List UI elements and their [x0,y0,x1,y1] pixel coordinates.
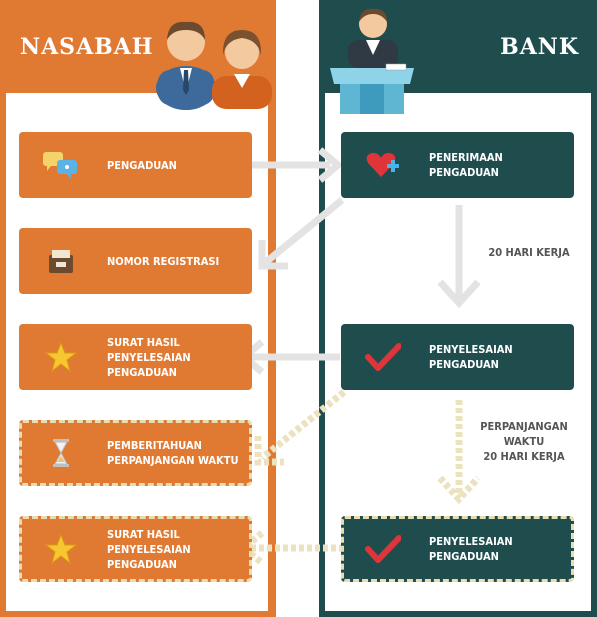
step-surat-hasil-2: SURAT HASIL PENYELESAIAN PENGADUAN [19,516,252,582]
step-label: SURAT HASIL PENYELESAIAN PENGADUAN [107,335,191,379]
step-label: PENGADUAN [107,158,177,172]
star-icon [41,532,81,566]
note-perpanjangan-waktu: PERPANJANGAN WAKTU 20 HARI KERJA [480,420,568,463]
step-nomor-registrasi: NOMOR REGISTRASI [19,228,252,294]
hourglass-icon [41,436,81,470]
step-label: PENYELESAIAN PENGADUAN [429,535,513,563]
step-penyelesaian-pengaduan-1: PENYELESAIAN PENGADUAN [341,324,574,390]
step-penyelesaian-pengaduan-2: PENYELESAIAN PENGADUAN [341,516,574,582]
star-icon [41,340,81,374]
nasabah-title: NASABAH [20,34,154,60]
step-label: PEMBERITAHUAN PERPANJANGAN WAKTU [107,439,239,467]
note-20-hari-kerja: 20 HARI KERJA [488,246,570,259]
chat-bubbles-icon [41,148,81,182]
step-pengaduan: PENGADUAN [19,132,252,198]
checkmark-icon [363,532,403,566]
step-penerimaan-pengaduan: PENERIMAAN PENGADUAN [341,132,574,198]
step-label: PENERIMAAN PENGADUAN [429,151,503,179]
step-label: SURAT HASIL PENYELESAIAN PENGADUAN [107,527,191,571]
bank-title: BANK [500,34,579,60]
checkmark-icon [363,340,403,374]
heart-plus-icon [363,148,403,182]
step-pemberitahuan-perpanjangan: PEMBERITAHUAN PERPANJANGAN WAKTU [19,420,252,486]
step-surat-hasil-1: SURAT HASIL PENYELESAIAN PENGADUAN [19,324,252,390]
register-box-icon [41,244,81,278]
step-label: NOMOR REGISTRASI [107,254,220,268]
step-label: PENYELESAIAN PENGADUAN [429,343,513,371]
